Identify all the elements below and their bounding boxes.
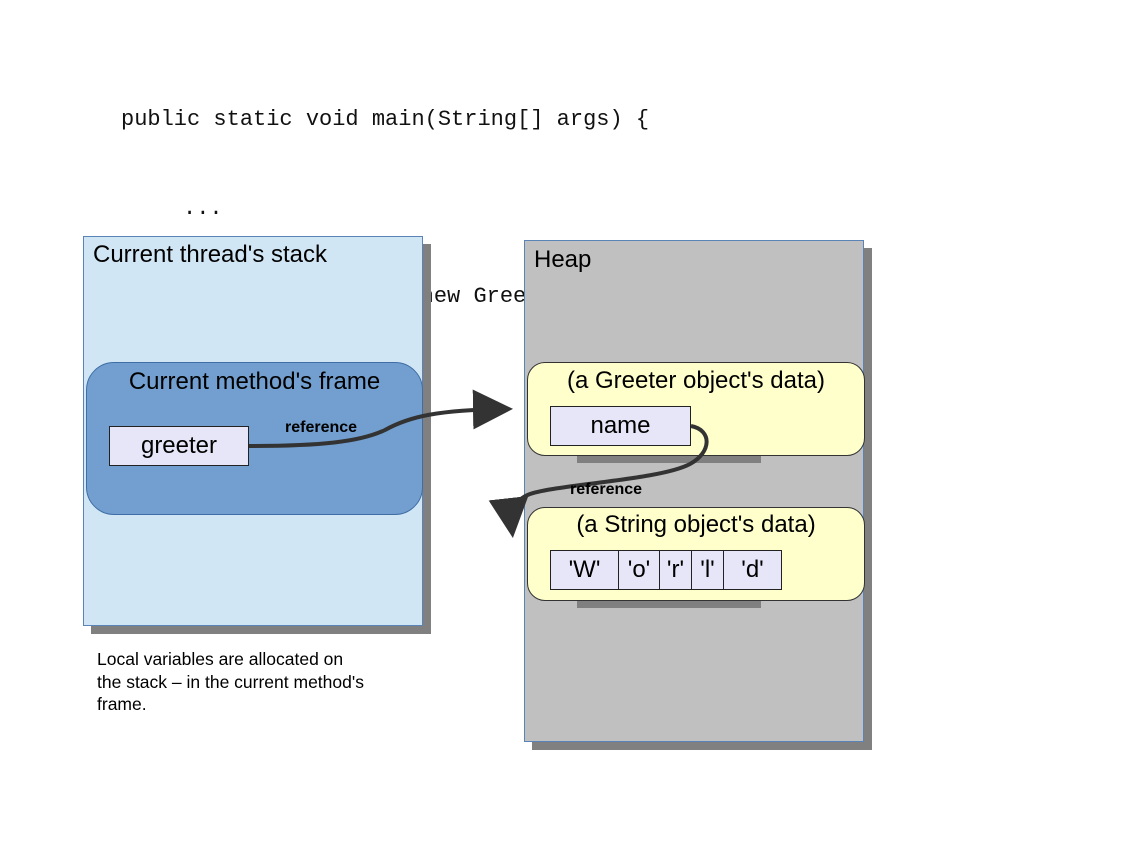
char-cell: 'o' [618, 550, 660, 590]
string-object-shadow [577, 601, 761, 608]
char-cell: 'r' [659, 550, 692, 590]
heap-title: Heap [534, 246, 592, 273]
heap [524, 240, 864, 742]
reference-label: reference [285, 419, 358, 436]
string-object-title: (a String object's data) [576, 511, 816, 538]
caption-line: Local variables are allocated on [97, 649, 344, 669]
stack-title: Current thread's stack [93, 241, 328, 268]
stack-caption: Local variables are allocated on the sta… [97, 648, 427, 716]
caption-line: the stack – in the current method's [97, 671, 364, 692]
frame-title: Current method's frame [128, 368, 381, 395]
code-line: public static void main(String[] args) { [121, 107, 650, 132]
caption-line: frame. [97, 694, 147, 714]
reference-arrow-name-to-string [488, 424, 709, 538]
char-cell: 'd' [723, 550, 782, 590]
greeter-object-title: (a Greeter object's data) [566, 367, 826, 394]
char-array: 'W' 'o' 'r' 'l' 'd' [550, 550, 782, 590]
reference-label: reference [570, 481, 643, 498]
char-cell: 'l' [691, 550, 724, 590]
code-line: ... [183, 195, 223, 221]
local-variable-greeter: greeter [109, 426, 249, 466]
greeter-object-shadow [577, 456, 761, 463]
char-cell: 'W' [550, 550, 619, 590]
reference-arrow-stack-to-heap [248, 389, 513, 448]
field-name: name [550, 406, 691, 446]
